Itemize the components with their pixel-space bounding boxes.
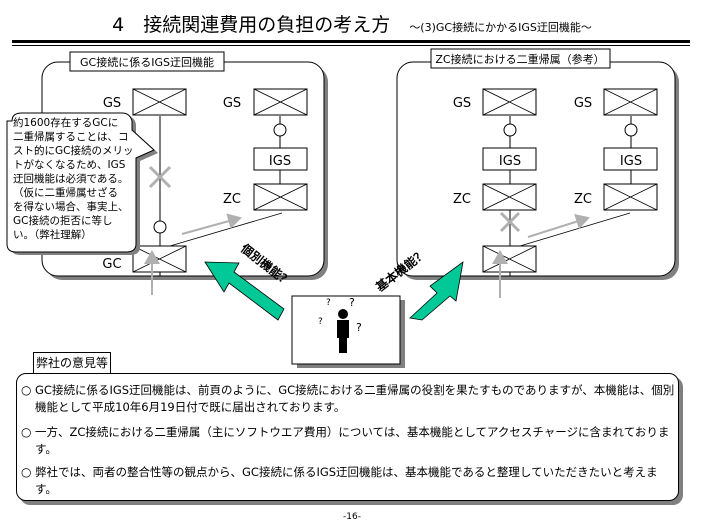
callout-line: トがなくなるため、IGS — [13, 158, 126, 171]
connection-node-icon — [503, 123, 517, 137]
title-rule-thick — [12, 40, 690, 43]
right-panel-title: ZC接続における二重帰属（参考） — [435, 52, 604, 66]
igs-label: IGS — [269, 154, 291, 169]
question-mark: ? — [326, 298, 331, 308]
dual-homing-route-arrow — [527, 213, 590, 238]
right-panel: ZC接続における二重帰属（参考） GS IGS ZC — [396, 48, 679, 298]
callout-line: GC接続の拒否に等し — [13, 214, 112, 227]
gs-switch-b — [603, 88, 658, 116]
callout-line: い。（弊社理解） — [13, 228, 92, 241]
gs-label-a: GS — [453, 96, 471, 111]
callout-line: 約1600存在するGCに — [13, 116, 118, 129]
page-title-main: 4 接続関連費用の負担の考え方 — [112, 14, 391, 36]
gs-label-b: GS — [223, 96, 241, 111]
gs-switch-b — [253, 88, 308, 116]
title-rule-thin — [12, 45, 690, 46]
connection-node-icon — [153, 220, 167, 234]
zc-label-a: ZC — [453, 192, 471, 207]
person-icon — [337, 309, 349, 353]
gs-label-a: GS — [103, 96, 121, 111]
gs-label-b: GS — [574, 96, 592, 111]
igs-box-b — [603, 147, 658, 171]
gc-switch — [482, 245, 537, 273]
callout-bubble — [6, 112, 158, 255]
network-diagram: GC接続に係るIGS迂回機能 GS GS IGS — [6, 48, 679, 368]
igs-box-a — [482, 147, 537, 171]
question-mark: ? — [349, 296, 355, 309]
zc-switch-b — [603, 183, 658, 211]
opinion-item-text: 一方、ZC接続における二重帰属（主にソフトウエア費用）については、基本機能として… — [35, 425, 670, 456]
opinion-item-text: 弊社では、両者の整合性等の観点から、GC接続に係るIGS迂回機能は、基本機能であ… — [35, 465, 658, 496]
question-mark: ? — [318, 317, 323, 327]
opinion-item: ○ GC接続に係るIGS迂回機能は、前頁のように、GC接続における二重帰属の役割… — [21, 382, 675, 416]
connection-node-icon — [273, 123, 287, 137]
gs-switch-a — [132, 88, 187, 116]
left-panel: GC接続に係るIGS迂回機能 GS GS IGS — [6, 51, 328, 295]
right-green-arrow — [409, 261, 464, 321]
zc-label: ZC — [223, 192, 241, 207]
opinion-item-text: GC接続に係るIGS迂回機能は、前頁のように、GC接続における二重帰属の役割を果… — [35, 383, 675, 414]
igs-label-b: IGS — [620, 154, 642, 169]
connection-node-icon — [624, 123, 638, 137]
bypass-route-arrow — [181, 213, 242, 235]
callout-line: スト的にGC接続のメリッ — [13, 144, 133, 157]
zc-switch-a — [482, 183, 537, 211]
igs-box — [253, 147, 308, 171]
bullet-icon: ○ — [21, 425, 32, 439]
callout-line: 迂回機能は必須である。 — [13, 172, 128, 185]
page-subtitle: ～(3)GC接続にかかるIGS迂回機能～ — [409, 21, 592, 34]
right-panel-title-box — [430, 48, 611, 69]
left-panel-title: GC接続に係るIGS迂回機能 — [80, 55, 214, 69]
bullet-icon: ○ — [21, 465, 32, 479]
opinion-tab: 弊社の意見等 — [33, 352, 111, 374]
callout-line: 二重帰属することは、コ — [13, 130, 129, 143]
blocked-link-cross-icon — [499, 211, 521, 233]
left-panel-title-box — [69, 51, 225, 72]
zc-label-b: ZC — [574, 192, 592, 207]
gc-switch — [132, 245, 187, 273]
left-green-arrow — [204, 261, 285, 321]
page-title: 4 接続関連費用の負担の考え方 ～(3)GC接続にかかるIGS迂回機能～ — [0, 10, 704, 37]
opinion-item: ○ 一方、ZC接続における二重帰属（主にソフトウエア費用）については、基本機能と… — [21, 424, 675, 458]
callout-line: （仮に二重帰属せざる — [13, 186, 118, 199]
opinion-panel: ○ GC接続に係るIGS迂回機能は、前頁のように、GC接続における二重帰属の役割… — [16, 373, 679, 501]
dual-homing-link — [519, 212, 631, 247]
bullet-icon: ○ — [21, 383, 32, 397]
zc-switch — [253, 183, 308, 211]
igs-label-a: IGS — [499, 154, 521, 169]
gc-label: GC — [102, 257, 121, 272]
callout-line: を得ない場合、事実上、 — [13, 200, 129, 213]
blocked-link-cross-icon — [148, 165, 172, 189]
opinion-item: ○ 弊社では、両者の整合性等の観点から、GC接続に係るIGS迂回機能は、基本機能… — [21, 464, 675, 498]
callout-text: 約1600存在するGCに 二重帰属することは、コ スト的にGC接続のメリッ トが… — [13, 116, 133, 241]
gs-switch-a — [482, 88, 537, 116]
page-number: -16- — [343, 512, 361, 522]
bypass-link — [169, 212, 283, 247]
question-mark: ? — [356, 321, 362, 334]
